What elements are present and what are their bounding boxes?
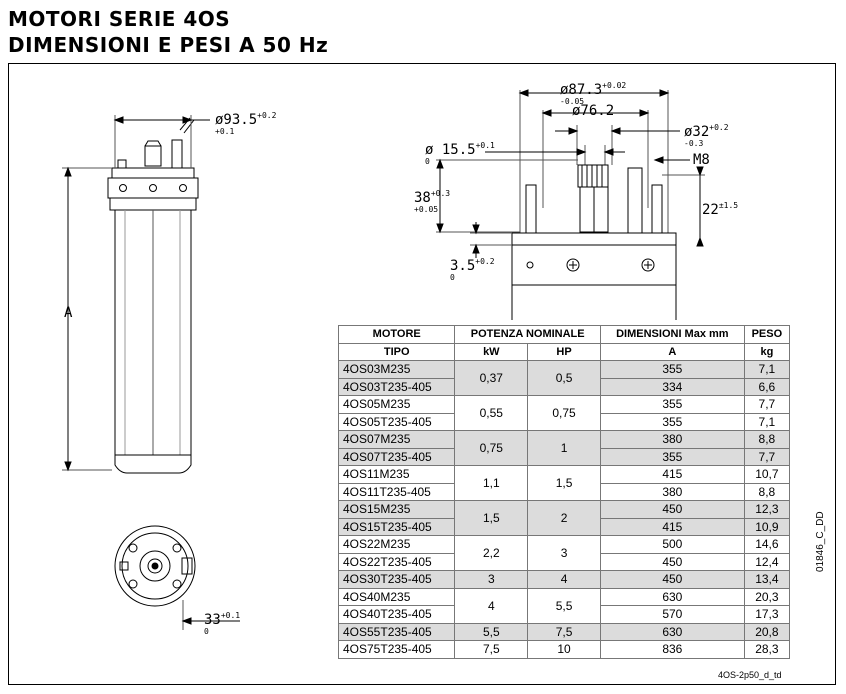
table-row: 4OS07M235 0,75 1 380 8,8 bbox=[337, 430, 791, 466]
page-subtitle: DIMENSIONI E PESI A 50 Hz bbox=[8, 33, 329, 57]
table-row: 4OS55T235-405 5,5 7,5 630 20,8 bbox=[337, 622, 791, 641]
header-a: A bbox=[599, 342, 745, 361]
table-row: 4OS15M235 1,5 2 450 12,3 bbox=[337, 500, 791, 536]
table-row: 4OS05M235 0,55 0,75 355 7,7 bbox=[337, 395, 791, 431]
dim-height-38: 38+0.3+0.05 bbox=[414, 189, 451, 214]
header-dimensioni: DIMENSIONI Max mm bbox=[599, 325, 745, 344]
header-peso: PESO bbox=[743, 325, 791, 344]
header-potenza: POTENZA NOMINALE bbox=[454, 325, 601, 344]
motor-side-view bbox=[62, 115, 210, 474]
table-row: 4OS11T235-405 380 8,8 bbox=[337, 482, 791, 501]
page-title: MOTORI SERIE 4OS bbox=[8, 7, 231, 31]
header-kg: kg bbox=[743, 342, 791, 361]
table-row: 4OS40T235-405 570 17,3 bbox=[337, 605, 791, 624]
dim-diameter-76-2: ø76.2 bbox=[572, 103, 615, 119]
header-tipo: TIPO bbox=[337, 342, 456, 361]
dim-label-a: A bbox=[64, 305, 73, 321]
table-row: 4OS40M235 4 5,5 630 20,3 bbox=[337, 587, 791, 624]
drawing-code: 01846_C_DD bbox=[815, 511, 826, 572]
header-motore: MOTORE bbox=[337, 325, 456, 344]
dim-diameter-93-5: ø93.5+0.2+0.1 bbox=[215, 111, 277, 136]
motor-end-view bbox=[114, 525, 240, 630]
dim-height-22: 22±1.5 bbox=[702, 201, 739, 219]
header-kw: kW bbox=[454, 342, 529, 361]
dim-diameter-87-3: ø87.3+0.02-0.05 bbox=[560, 81, 627, 106]
table-row: 4OS30T235-405 3 4 450 13,4 bbox=[337, 570, 791, 589]
table-row: 4OS75T235-405 7,5 10 836 28,3 bbox=[337, 640, 791, 659]
drawing-frame bbox=[8, 63, 836, 685]
drawing-reference: 4OS-2p50_d_td bbox=[718, 670, 782, 680]
dim-thread-m8: M8 bbox=[693, 152, 710, 168]
dim-diameter-32: ø32+0.2-0.3 bbox=[684, 123, 729, 148]
table-row: 4OS22T235-405 450 12,4 bbox=[337, 552, 791, 571]
table-row: 4OS11M235 1,1 1,5 415 10,7 bbox=[337, 465, 791, 501]
head-detail-view bbox=[436, 89, 705, 320]
header-hp: HP bbox=[527, 342, 601, 361]
motor-specs-table: MOTORE POTENZA NOMINALE DIMENSIONI Max m… bbox=[337, 325, 791, 659]
table-row: 4OS22M235 2,2 3 500 14,6 bbox=[337, 535, 791, 571]
table-row: 4OS03M235 0,37 0,5 355 7,1 bbox=[337, 360, 791, 396]
